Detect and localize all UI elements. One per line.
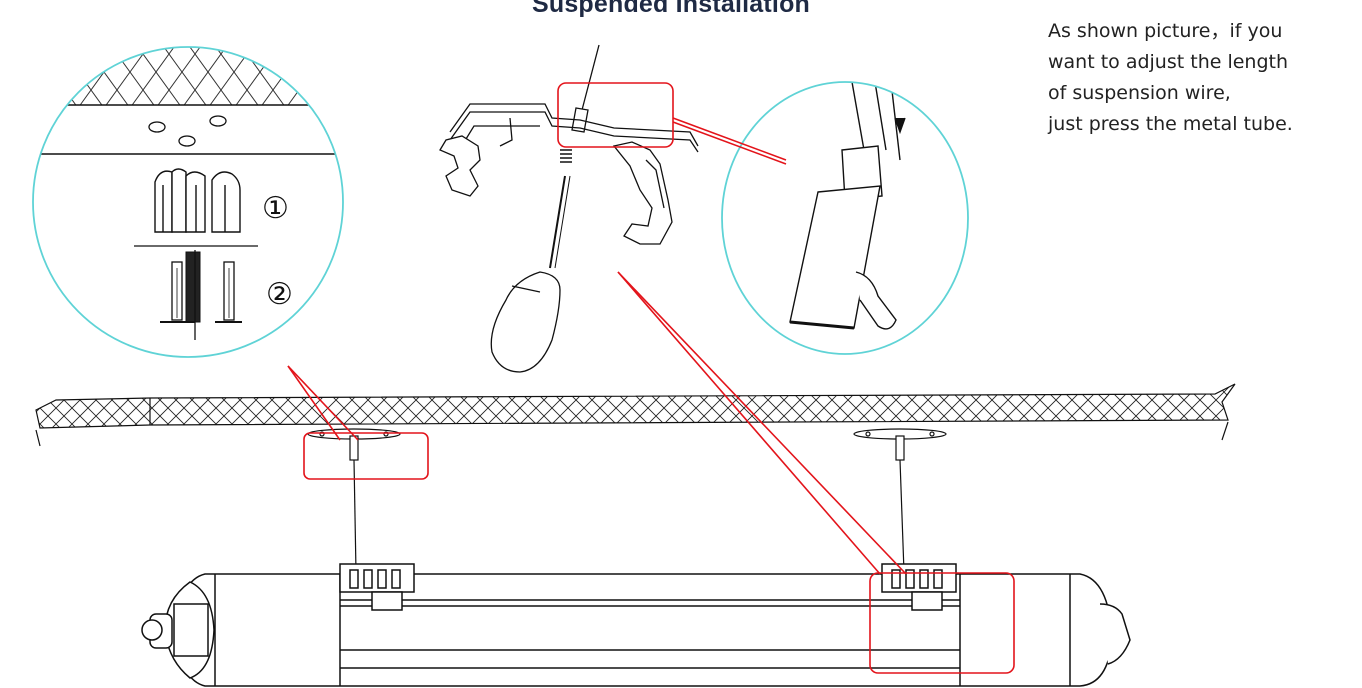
instruction-note: As shown picture，if you want to adjust t… — [1048, 16, 1358, 140]
ceiling-anchor-left — [307, 428, 401, 573]
step-marker-1: ① — [262, 191, 289, 226]
led-tube-fixture — [141, 563, 1131, 687]
wall-plug-icon — [154, 168, 241, 233]
callout-box-tube — [557, 82, 674, 148]
step-marker-2: ② — [266, 277, 293, 312]
note-line-2: want to adjust the length — [1048, 51, 1289, 73]
screwdriver-icon — [490, 175, 571, 373]
note-line-3: of suspension wire, — [1048, 82, 1231, 104]
screw-icon — [160, 250, 242, 340]
callout-box-clip — [869, 572, 1015, 674]
mounting-clip-right — [881, 563, 957, 611]
metal-tube-magnifier — [721, 81, 969, 355]
note-line-4: just press the metal tube. — [1048, 113, 1293, 135]
mounting-clip-left — [339, 563, 415, 611]
ceiling-anchor-right — [853, 428, 947, 573]
ceiling — [35, 383, 1236, 447]
anchor-detail-magnifier: ① ② — [32, 46, 344, 358]
callout-box-anchor — [303, 432, 429, 480]
mounting-bracket-detail — [439, 44, 699, 373]
note-line-1: As shown picture，if you — [1048, 20, 1283, 42]
callout-highlights — [287, 82, 1015, 674]
diagram-title: Suspended Installation — [531, 0, 811, 18]
